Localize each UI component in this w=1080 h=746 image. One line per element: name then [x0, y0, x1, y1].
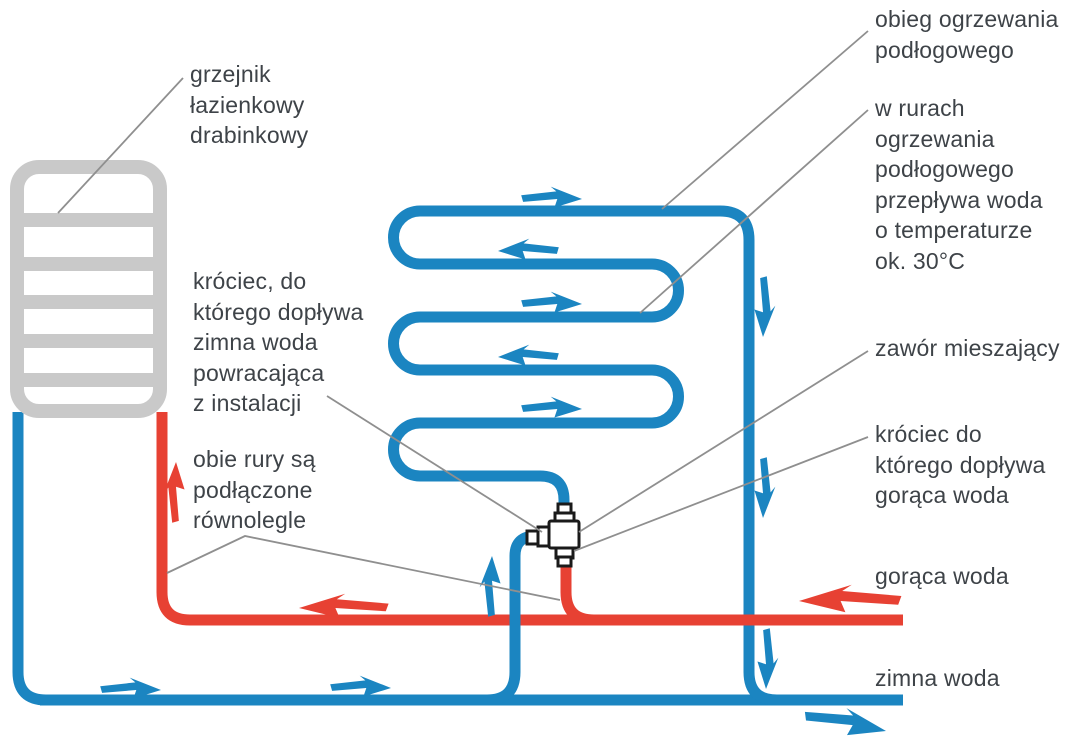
label-line: drabinkowy — [190, 122, 309, 148]
hot-line-arrow-left — [299, 593, 389, 618]
leader-w-rurach — [639, 109, 869, 314]
label-line: obie rury są — [193, 446, 316, 472]
return-arrow-down-2 — [754, 457, 776, 518]
leader-grzejnik — [57, 77, 184, 214]
floor-heating-coil — [388, 205, 778, 706]
leader-obieg — [661, 30, 869, 210]
label-line: podłączone — [193, 476, 313, 503]
label-line: króciec do — [875, 421, 982, 447]
label-water-temperature: w rurach ogrzewania podłogowego przepływ… — [875, 93, 1043, 276]
label-line: przepływa woda — [875, 186, 1043, 213]
label-mixing-valve: zawór mieszający — [875, 333, 1060, 364]
label-radiator: grzejnik łazienkowy drabinkowy — [190, 59, 308, 151]
label-line: powracająca — [193, 359, 325, 386]
radiator-return-pipe — [12, 412, 47, 706]
coil-arrow-left-1 — [498, 238, 559, 260]
label-cold-return-stub: króciec, do którego dopływa zimna woda p… — [193, 266, 364, 419]
valve-bottom-port — [556, 555, 573, 568]
cold-outlet-arrow — [802, 701, 889, 742]
radiator-rungs — [17, 213, 160, 387]
leader-lines — [57, 30, 869, 601]
label-floor-heating-circuit: obieg ogrzewania podłogowego — [875, 4, 1059, 65]
label-cold-water: zimna woda — [875, 663, 1000, 694]
label-line: podłogowego — [875, 156, 1015, 182]
label-line: zawór mieszający — [875, 335, 1060, 361]
label-hot-inlet-stub: króciec do którego dopływa gorąca woda — [875, 419, 1046, 511]
radiator-frame — [10, 160, 167, 418]
coil-arrow-right-3 — [521, 396, 582, 418]
mixing-valve — [525, 502, 581, 568]
radiator — [10, 160, 167, 418]
label-line: w rurach — [875, 95, 965, 121]
coil-arrow-right-2 — [521, 291, 582, 313]
coil-arrow-right-1 — [521, 186, 582, 208]
valve-left-cap — [525, 529, 540, 546]
label-line: którego dopływa — [875, 451, 1046, 478]
label-line: zimna woda — [875, 665, 1000, 691]
return-arrow-down-1 — [754, 276, 776, 337]
label-line: z instalacji — [193, 390, 302, 416]
label-line: gorąca woda — [875, 563, 1009, 589]
label-line: ogrzewania — [875, 125, 995, 152]
label-hot-water: gorąca woda — [875, 561, 1009, 592]
cold-water-pipes — [12, 205, 903, 706]
label-line: podłogowego — [875, 36, 1015, 63]
return-arrow-down-3 — [757, 628, 779, 689]
bottom-arrow-right-2 — [330, 675, 391, 697]
leader-krociec-goraca — [573, 436, 869, 552]
label-line: równolegle — [193, 507, 307, 533]
label-parallel-pipes: obie rury są podłączone równolegle — [193, 444, 316, 536]
label-line: ok. 30°C — [875, 247, 966, 274]
label-line: obieg ogrzewania — [875, 6, 1059, 32]
valve-hot-inlet-pipe — [560, 558, 595, 626]
label-line: o temperaturze — [875, 217, 1033, 243]
leader-zawor — [578, 350, 869, 533]
coil-arrow-left-2 — [498, 344, 559, 366]
valve-body — [547, 519, 581, 550]
hot-water-pipes — [156, 412, 903, 626]
label-line: gorąca woda — [875, 482, 1009, 508]
label-line: króciec, do — [193, 268, 307, 294]
label-line: grzejnik — [190, 61, 271, 87]
label-line: łazienkowy — [190, 91, 305, 118]
label-line: zimna woda — [193, 329, 318, 355]
hot-line — [156, 412, 903, 626]
leader-obie-rury — [166, 535, 561, 601]
leader-krociec-zimna — [326, 395, 543, 533]
label-line: którego dopływa — [193, 298, 364, 325]
